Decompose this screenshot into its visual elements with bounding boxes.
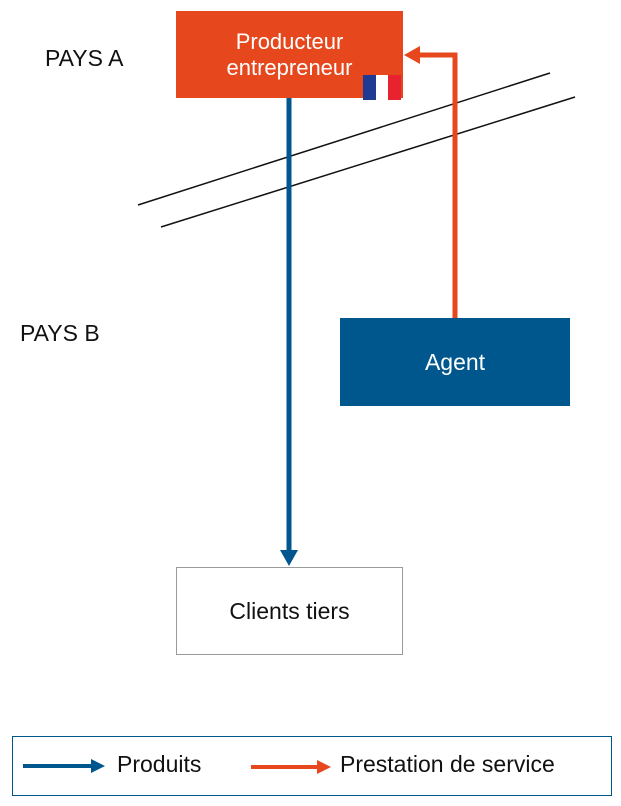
clients-box: Clients tiers [176, 567, 403, 655]
producer-label-line1: Producteur [235, 28, 344, 54]
agent-box: Agent [340, 318, 570, 406]
french-flag-icon [363, 75, 402, 100]
legend-service-arrowhead [317, 760, 331, 774]
country-label-a: PAYS A [45, 45, 124, 71]
service-flow-line [418, 52, 458, 318]
border-line-upper [137, 72, 551, 206]
legend-arrows [23, 759, 331, 774]
producer-label-line2: entrepreneur [226, 54, 353, 80]
products-flow-arrowhead [280, 550, 298, 566]
legend-products-label: Produits [117, 751, 202, 777]
service-flow-arrowhead [404, 46, 420, 64]
clients-label: Clients tiers [229, 597, 350, 624]
legend-service-label: Prestation de service [340, 751, 555, 777]
agent-label: Agent [424, 348, 486, 375]
border-line-lower [160, 96, 576, 228]
legend-products-arrowhead [91, 759, 105, 773]
legend: Produits Prestation de service [12, 736, 612, 796]
country-label-b: PAYS B [20, 320, 100, 346]
